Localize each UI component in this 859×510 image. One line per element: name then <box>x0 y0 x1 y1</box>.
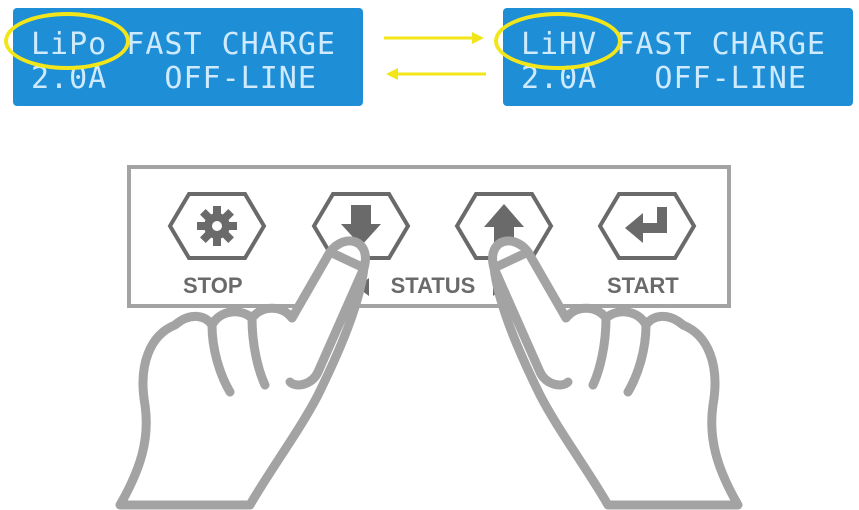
stop-button[interactable] <box>167 191 267 261</box>
lcd-line-2: 2.0A OFF-LINE <box>521 61 807 96</box>
lcd-line-1-text: FAST CHARGE <box>597 27 826 62</box>
enter-icon <box>625 207 667 243</box>
gear-icon <box>197 206 237 246</box>
highlight-ring-lihv <box>494 12 622 70</box>
decrease-button[interactable] <box>311 191 411 261</box>
start-label: START <box>607 273 679 298</box>
increase-button[interactable] <box>454 191 554 261</box>
switch-arrows <box>384 32 486 80</box>
start-button[interactable] <box>597 191 697 261</box>
stop-label: STOP <box>183 273 243 298</box>
arrow-down-icon <box>341 205 381 246</box>
status-label: STATUS <box>390 273 476 298</box>
control-panel: STOP START <box>127 165 731 308</box>
highlight-ring-lipo <box>4 12 130 70</box>
status-right-triangle <box>493 278 505 296</box>
lcd-line-1-text: FAST CHARGE <box>107 27 336 62</box>
